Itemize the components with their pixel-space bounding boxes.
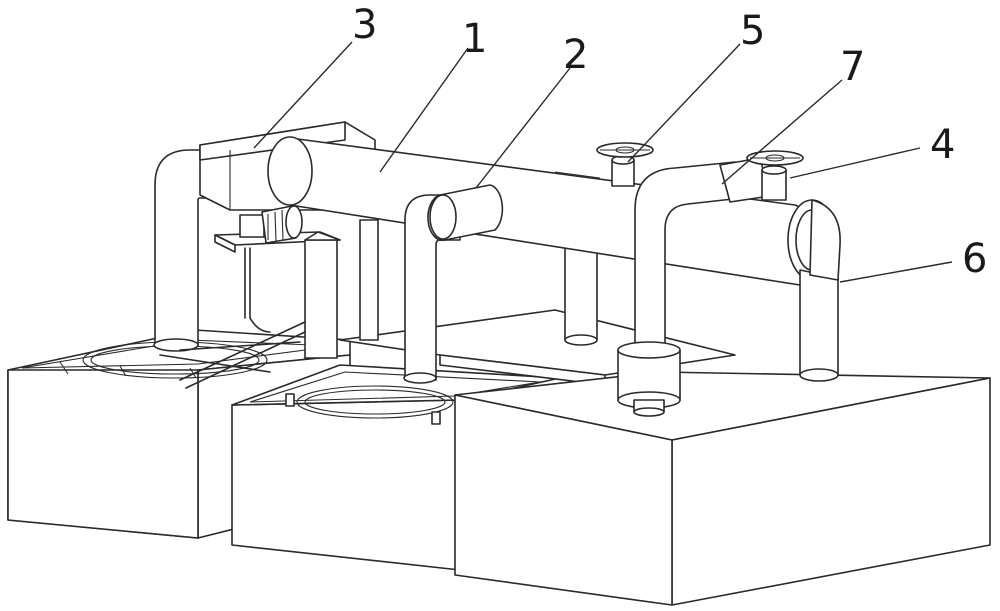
leader-lines <box>253 41 953 283</box>
support-posts <box>359 219 598 346</box>
pipe-right-elbow <box>617 157 771 417</box>
pipe-right-down <box>799 199 841 382</box>
label-5: 5 <box>740 8 765 54</box>
label-6: 6 <box>962 236 987 282</box>
label-7: 7 <box>840 44 865 90</box>
label-4: 4 <box>930 122 955 168</box>
reference-numerals: 3 1 2 5 7 4 6 <box>352 2 987 282</box>
label-3: 3 <box>352 2 377 48</box>
right-tank <box>454 371 991 606</box>
stirrer-assembly <box>159 205 341 389</box>
label-1: 1 <box>462 16 487 62</box>
valve-4 <box>746 150 804 201</box>
valve-5 <box>596 142 654 187</box>
pipe-middle-elbow <box>403 184 504 384</box>
label-2: 2 <box>563 32 588 78</box>
